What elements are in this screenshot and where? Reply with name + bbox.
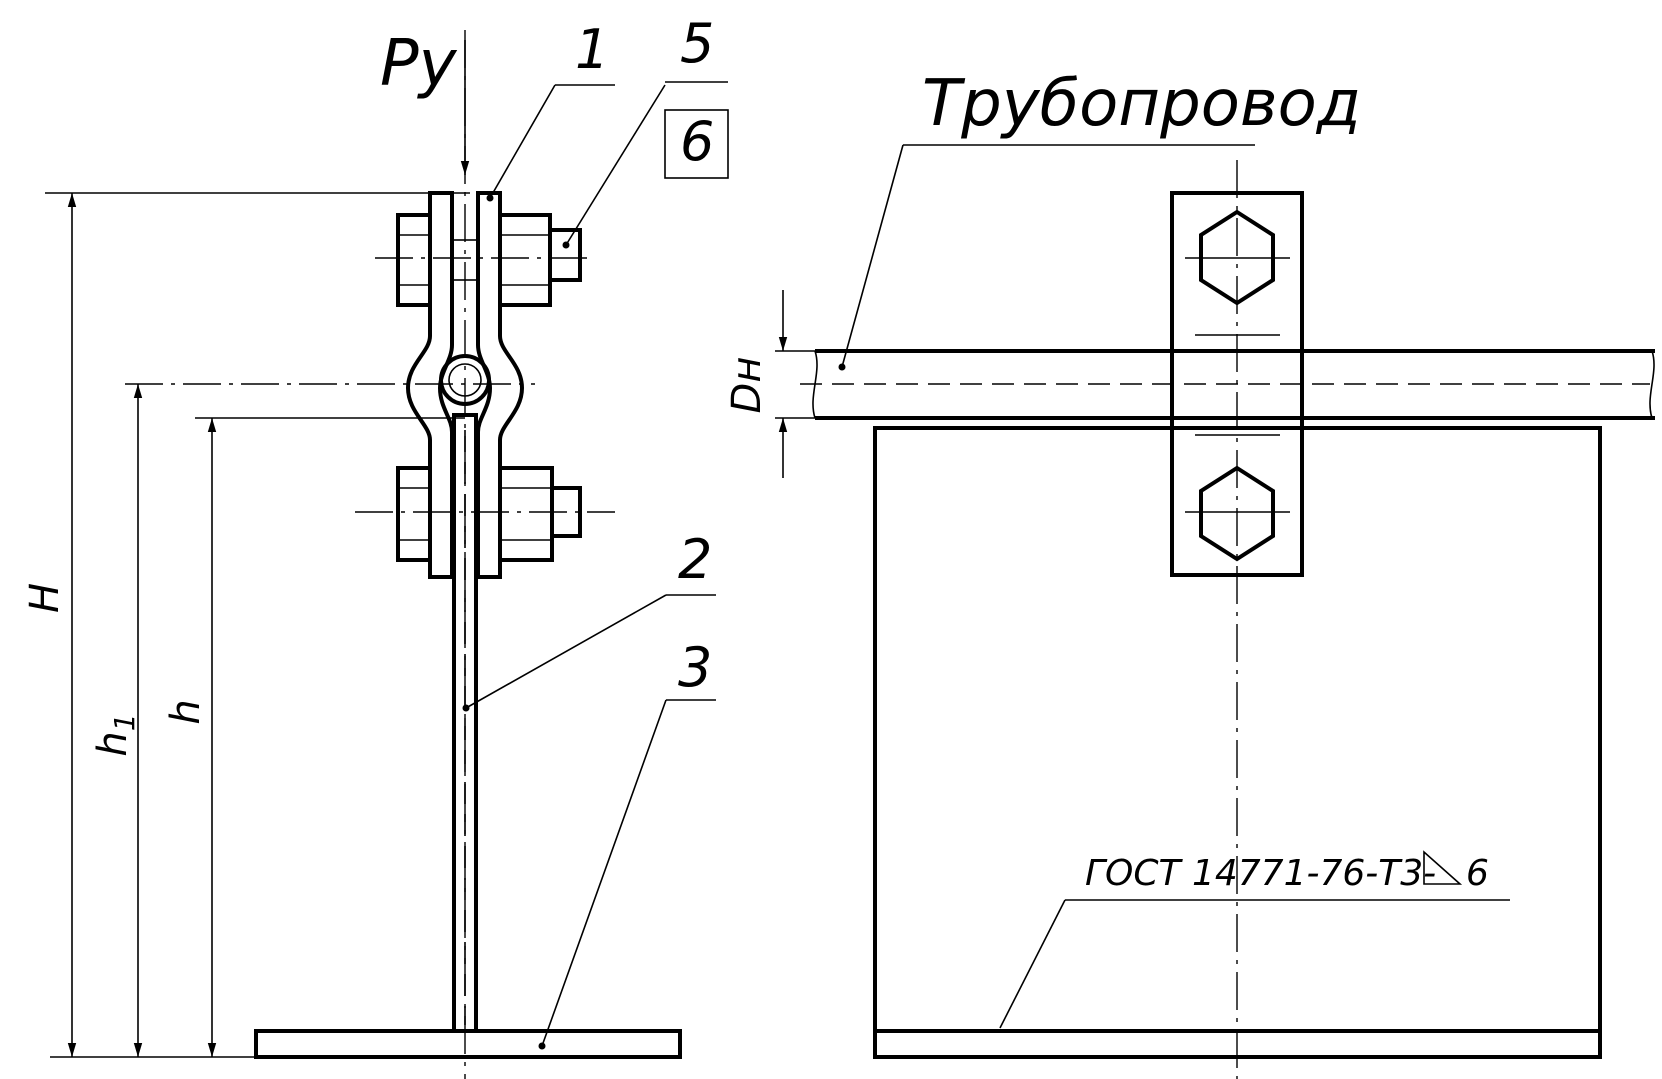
svg-text:h1: h1 — [90, 713, 141, 756]
callout-6: 6 — [680, 110, 714, 173]
lower-nut — [1199, 465, 1275, 562]
load-label: Ру — [380, 27, 458, 101]
pipeline — [800, 349, 1655, 420]
front-view: Трубопровод Dн ГОСТ 14771-76-Т3- 6 — [724, 67, 1655, 1079]
pipe-section — [439, 354, 491, 406]
clamp-front — [1170, 191, 1304, 577]
weld-note: ГОСТ 14771-76-Т3- — [1085, 853, 1436, 894]
dimension-Dn-label: Dн — [724, 357, 770, 414]
pipeline-label: Трубопровод — [922, 67, 1361, 141]
callout-1: 1 — [575, 18, 609, 81]
callout-6-frame — [664, 109, 729, 179]
upper-bolt — [375, 213, 592, 307]
dimension-h1-subscript: 1 — [108, 713, 141, 731]
stem-plate — [452, 413, 478, 1033]
dimension-h-label: h — [163, 699, 209, 724]
weld-size: 6 — [1466, 853, 1489, 894]
callout-2: 2 — [678, 528, 712, 591]
callout-5: 5 — [680, 12, 714, 75]
lower-bolt — [355, 466, 615, 562]
dimension-H-label: H — [22, 583, 68, 613]
fillet-weld-symbol — [1423, 850, 1463, 885]
callout-3: 3 — [678, 636, 712, 699]
base-plate-front — [873, 1029, 1602, 1059]
base-plate — [254, 1029, 682, 1059]
dimension-h1-label: h — [90, 731, 136, 756]
upper-nut — [1199, 209, 1275, 306]
side-view: H h1 h Ру 1 5 6 2 3 — [22, 12, 729, 1079]
